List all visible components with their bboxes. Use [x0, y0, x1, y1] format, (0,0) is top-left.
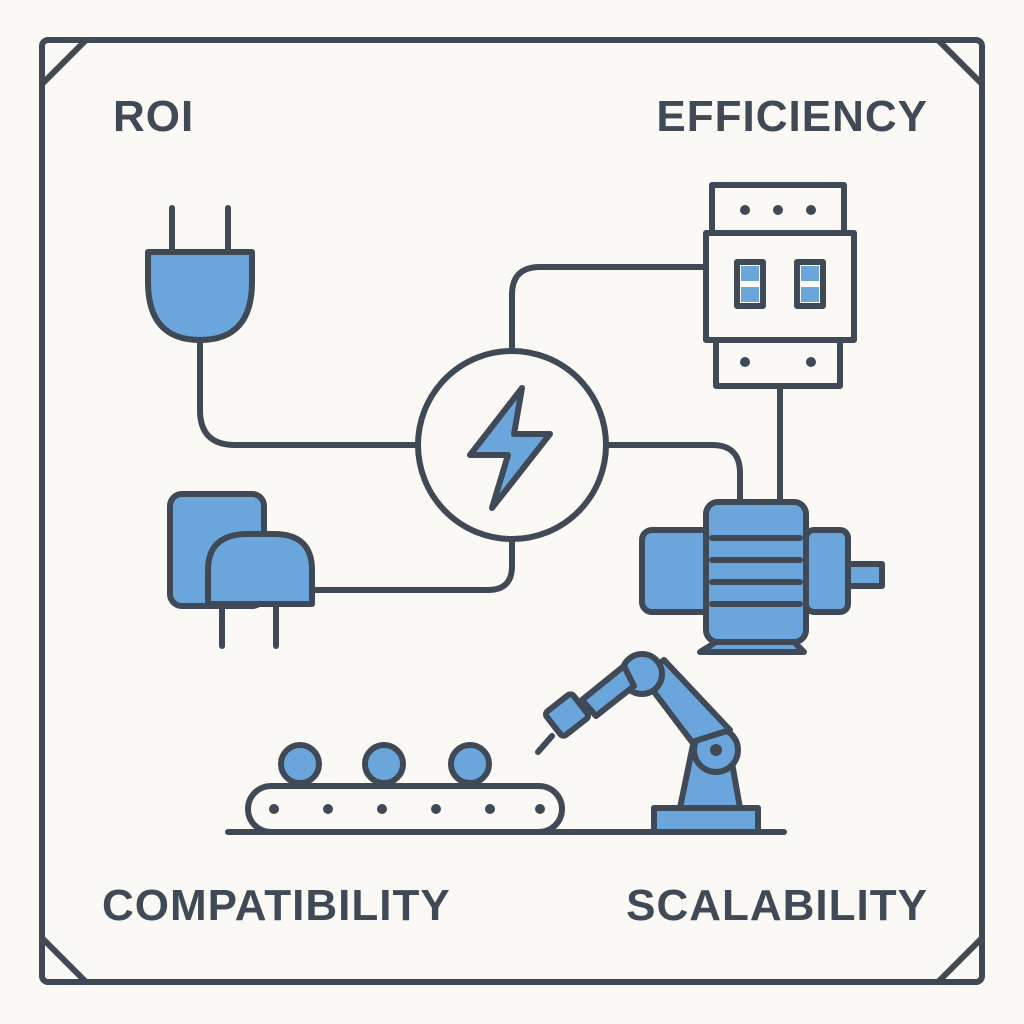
label-roi: ROI: [113, 92, 194, 141]
label-scalability: SCALABILITY: [626, 881, 928, 930]
label-efficiency: EFFICIENCY: [656, 92, 928, 141]
frame: [39, 37, 985, 985]
power-adapter-icon: [167, 491, 315, 649]
electric-motor-icon: [639, 499, 885, 655]
plug-icon: [145, 205, 255, 343]
wires: [197, 264, 783, 593]
circuit-breaker-icon: [703, 182, 857, 389]
label-compatibility: COMPATIBILITY: [102, 881, 451, 930]
lightning-hub-icon: [415, 348, 609, 542]
robot-arm-icon: [535, 651, 761, 835]
